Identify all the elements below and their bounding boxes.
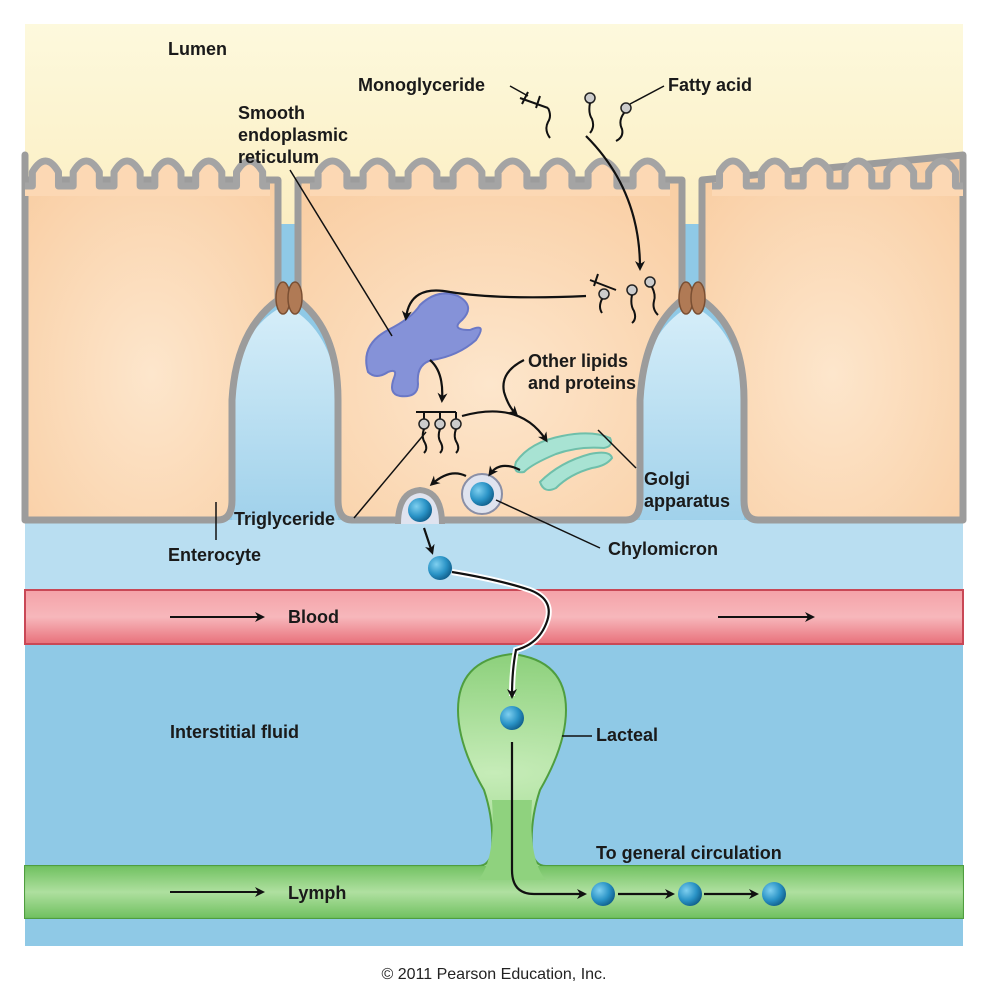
smooth-endoplasmic-reticulum (365, 292, 482, 398)
pathway-arrows (401, 135, 759, 899)
label-golgi: Golgi apparatus (644, 469, 731, 511)
label-to-general-circulation: To general circulation (596, 843, 782, 863)
fatty-acid-molecules-lumen (584, 92, 632, 142)
blood-vessel (24, 589, 964, 645)
label-fatty-acid: Fatty acid (668, 75, 753, 95)
label-interstitial-fluid: Interstitial fluid (170, 722, 300, 742)
enterocyte-left (21, 151, 282, 524)
tight-junction-right (678, 281, 706, 315)
chylomicron-in-vesicle (470, 482, 494, 506)
tight-junction-left (275, 281, 303, 315)
triglyceride-molecule (416, 411, 462, 454)
leader-lines (215, 85, 665, 737)
label-other-lipids: Other lipids and proteins (528, 351, 637, 393)
enterocyte-right (698, 151, 967, 524)
label-lumen: Lumen (168, 39, 228, 59)
label-blood: Blood (288, 607, 339, 627)
microvilli-membrane (25, 157, 270, 190)
label-lacteal: Lacteal (596, 725, 659, 745)
label-lymph: Lymph (288, 883, 347, 903)
chylomicron-lymph-3 (762, 882, 786, 906)
label-smooth-er: Smooth endoplasmic reticulum (238, 103, 349, 167)
copyright-notice: © 2011 Pearson Education, Inc. (381, 966, 607, 983)
label-triglyceride: Triglyceride (234, 509, 336, 529)
label-enterocyte: Enterocyte (168, 545, 262, 565)
microvilli-fill (25, 161, 270, 196)
chylomicron-basal (428, 556, 452, 580)
golgi-apparatus (514, 432, 614, 491)
label-monoglyceride: Monoglyceride (358, 75, 486, 95)
microvilli-fill (712, 161, 963, 196)
monoglyceride-molecule-lumen (519, 91, 551, 139)
absorbed-fatty-acids (589, 273, 659, 324)
chylomicron-lymph-2 (678, 882, 702, 906)
chylomicron-lymph-1 (591, 882, 615, 906)
microvilli-membrane (712, 157, 963, 190)
lateral-space-left (232, 305, 338, 530)
chylomicron-in-lacteal (500, 706, 524, 730)
lateral-space-right (640, 305, 744, 530)
chylomicron-exocytosis (408, 498, 432, 522)
label-chylomicron: Chylomicron (608, 539, 719, 559)
